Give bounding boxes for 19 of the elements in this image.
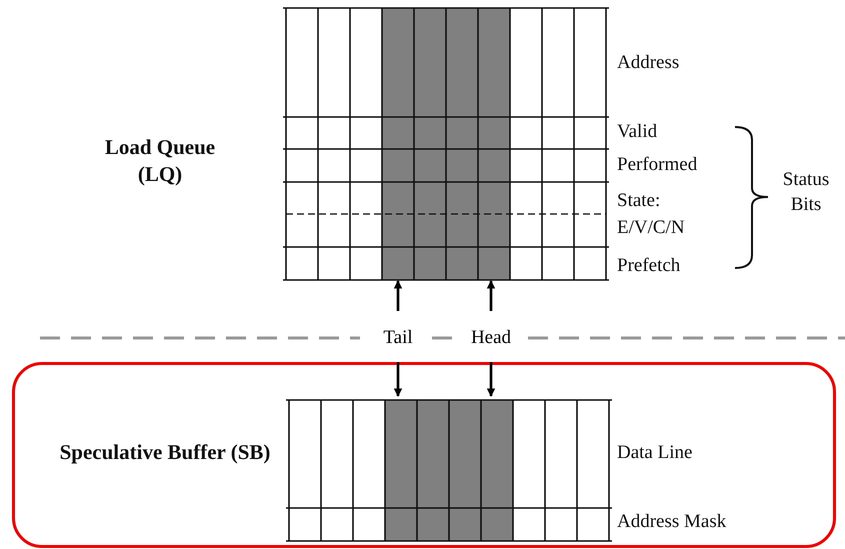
queue-grid	[289, 400, 609, 541]
group-label: Status Bits	[782, 168, 830, 217]
pointer-label: Tail	[377, 325, 419, 351]
field-label: Valid	[617, 120, 658, 144]
queue-grid	[286, 8, 606, 280]
field-label: Address Mask	[617, 510, 727, 534]
field-label: Address	[617, 51, 680, 75]
pointer-label: Head	[463, 325, 519, 351]
field-label: State: E/V/C/N	[617, 189, 686, 240]
highlight-region	[12, 362, 836, 548]
component-title: Load Queue (LQ)	[104, 134, 216, 188]
field-label: Data Line	[617, 441, 694, 465]
pointer-arrow	[486, 280, 496, 311]
field-label: Performed	[617, 153, 698, 177]
component-title: Speculative Buffer (SB)	[58, 439, 272, 466]
pointer-arrow	[486, 362, 496, 397]
pointer-arrow	[394, 280, 402, 311]
pointer-arrow	[394, 362, 402, 397]
field-label: Prefetch	[617, 254, 682, 278]
